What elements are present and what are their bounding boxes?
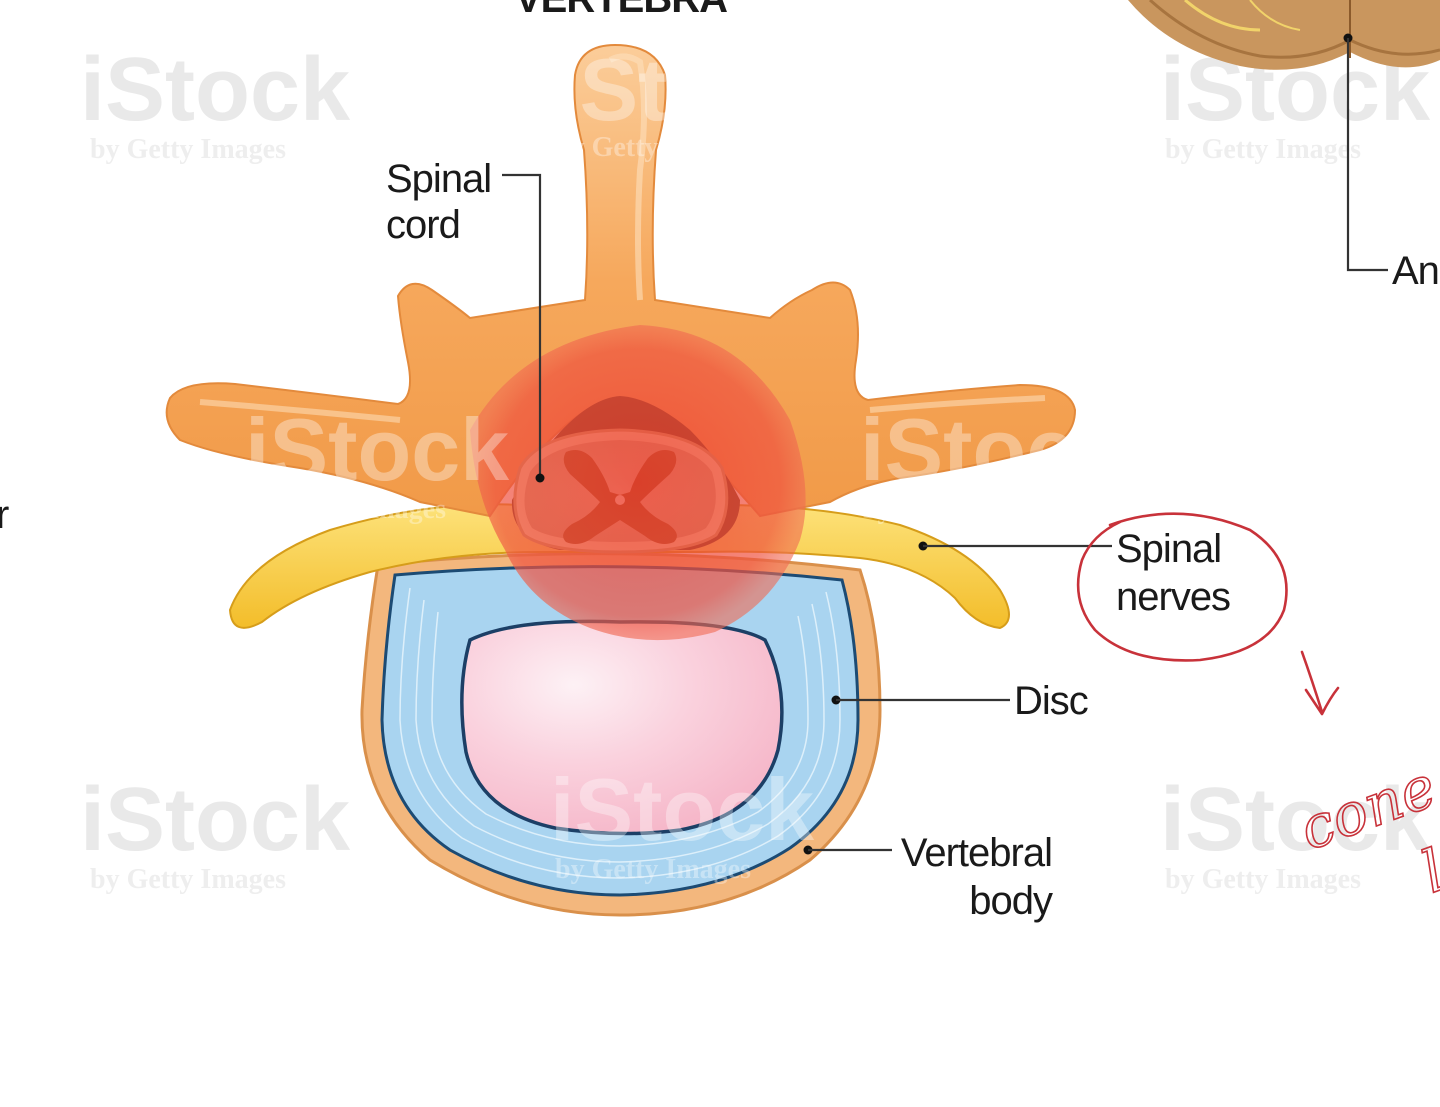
label-disc-text: Disc <box>1014 679 1088 723</box>
watermark-tagline: by Getty Images <box>90 864 286 895</box>
label-spinal-cord-line2: cord <box>386 203 460 247</box>
transverse-highlight-left <box>199 399 401 423</box>
watermark-brand: iStock <box>80 770 351 870</box>
label-left-fragment: r <box>0 493 9 537</box>
watermark-tagline: by Getty Images <box>1165 134 1361 165</box>
watermark-tagline: by Getty Images <box>555 854 751 885</box>
watermark-tagline: by Getty Images <box>1165 864 1361 895</box>
watermark-tagline: by Getty Images <box>862 494 1058 525</box>
watermark-brand: iStock <box>555 40 820 139</box>
label-spinal-nerves: Spinal nerves <box>918 527 1231 619</box>
illustration-watermarks: iStock by Getty Images iStock by Getty I… <box>245 40 1125 885</box>
watermark-tagline: by Getty Images <box>90 134 286 165</box>
watermark-brand: iStock <box>245 400 510 499</box>
highlight-region <box>470 325 806 641</box>
label-spinal-cord: Spinal cord <box>386 157 545 483</box>
spinous-highlight <box>608 53 647 301</box>
transverse-highlight-right <box>869 395 1046 413</box>
background-watermarks: iStock by Getty Images iStock by Getty I… <box>80 40 1431 895</box>
watermark-brand: iStock <box>550 760 815 859</box>
ink-circle <box>1076 512 1288 662</box>
label-spinal-cord-line1: Spinal <box>386 157 491 201</box>
label-spinal-nerves-line2: nerves <box>1116 575 1230 619</box>
label-vertebral-body-line2: body <box>969 879 1053 923</box>
label-vertebral-body-line1: Vertebral <box>901 831 1052 875</box>
watermark-brand: iStock <box>1160 770 1431 870</box>
header-title-fragment: VERTEBRA <box>515 0 727 21</box>
leader-spinal-cord <box>502 173 542 478</box>
label-disc: Disc <box>831 679 1089 723</box>
watermark-brand: iStock <box>860 400 1125 499</box>
cord-section-fragment: An <box>1128 0 1440 293</box>
leader-dot <box>535 473 545 483</box>
watermark-tagline: by Getty Images <box>555 132 751 163</box>
ink-arrow <box>1300 650 1340 716</box>
watermark-brand: iStock <box>80 40 351 140</box>
label-anterior-fragment: An <box>1392 249 1439 293</box>
disc-rings <box>399 587 841 879</box>
label-vertebral-body: Vertebral body <box>803 831 1054 923</box>
watermark-tagline: by Getty Images <box>250 494 446 525</box>
label-spinal-nerves-line1: Spinal <box>1116 527 1221 571</box>
